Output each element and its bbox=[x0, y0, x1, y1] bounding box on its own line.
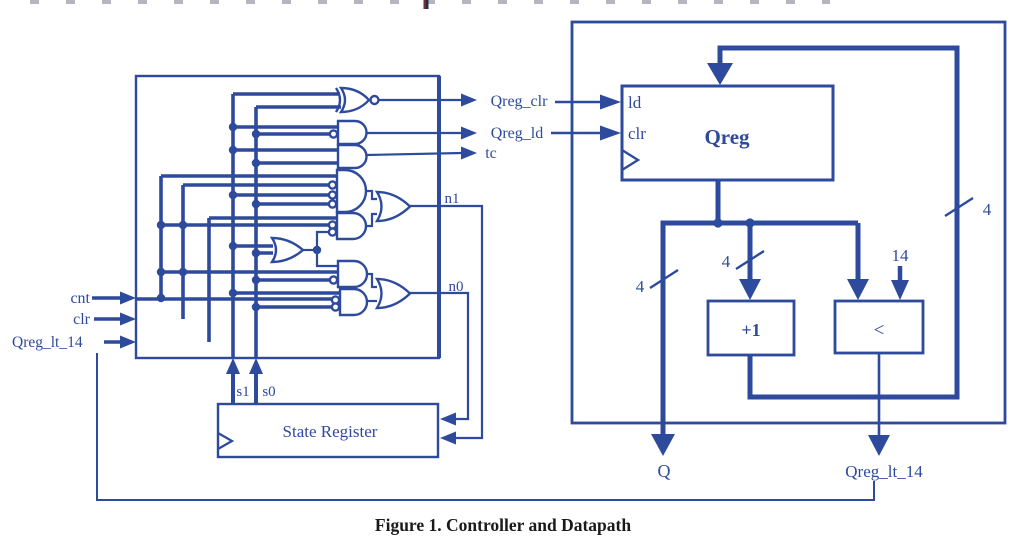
constant-14-label: 14 bbox=[892, 246, 910, 265]
bus-width-label: 4 bbox=[722, 252, 731, 271]
junction-dot bbox=[713, 218, 723, 228]
arrowhead-qreg-ld bbox=[461, 126, 477, 140]
arrowhead-qreg-clr bbox=[461, 93, 477, 107]
bus-width-slashes bbox=[649, 196, 974, 290]
xnor-gate-input-arc bbox=[334, 87, 342, 113]
inverter-bubble bbox=[327, 227, 338, 237]
feedback-bus bbox=[717, 45, 960, 400]
inverter-bubble bbox=[328, 275, 339, 285]
state-register-box bbox=[216, 402, 440, 459]
qreg-box bbox=[620, 84, 835, 182]
and-gate bbox=[338, 287, 369, 317]
arrowhead-inc-in bbox=[739, 279, 761, 300]
or-gate-mid bbox=[269, 236, 305, 264]
junction-dot bbox=[745, 218, 755, 228]
arrowhead-tc bbox=[461, 146, 477, 160]
inverter-bubble bbox=[330, 302, 341, 312]
and-gate bbox=[336, 259, 369, 289]
and-gate bbox=[336, 119, 368, 146]
control-to-datapath-wires bbox=[551, 100, 601, 135]
input-label-cnt: cnt bbox=[70, 290, 90, 307]
arrowhead-ld-pin bbox=[600, 94, 621, 110]
arrowhead-s1 bbox=[226, 358, 240, 374]
signal-label-n1: n1 bbox=[445, 191, 460, 207]
signal-label-s1: s1 bbox=[236, 384, 249, 400]
and-gate bbox=[335, 211, 368, 241]
arrowhead-q-out bbox=[651, 434, 675, 456]
qreg-pin-arrowheads bbox=[600, 94, 621, 141]
cursor-artifact bbox=[423, 0, 429, 9]
qreg-lt-14-feedback-wire bbox=[96, 353, 875, 501]
datapath-box bbox=[570, 20, 1007, 425]
state-register-label: State Register bbox=[283, 422, 378, 441]
inverter-bubble bbox=[327, 199, 338, 209]
inverter-bubble bbox=[328, 129, 339, 139]
incrementer-box bbox=[706, 299, 796, 357]
qreg-output-bus bbox=[660, 180, 861, 434]
inverter-bubble bbox=[327, 190, 338, 200]
signal-label-n0: n0 bbox=[449, 279, 464, 295]
arrowhead-n0-into-register bbox=[440, 412, 456, 426]
arrowhead-qreg-lt-14-in bbox=[120, 335, 136, 349]
figure-caption: Figure 1. Controller and Datapath bbox=[375, 515, 631, 535]
qreg-clock-triangle bbox=[621, 148, 641, 172]
input-label-clr: clr bbox=[73, 311, 91, 328]
controller-input-arrowheads bbox=[120, 291, 136, 349]
or-gate-n1 bbox=[374, 190, 412, 223]
qreg-label: Qreg bbox=[704, 125, 750, 149]
controller-output-arrowheads bbox=[461, 93, 477, 160]
xnor-output-bubble bbox=[369, 94, 380, 106]
arrowhead-qreg-lt-14-out bbox=[868, 435, 890, 456]
inverter-bubble bbox=[327, 180, 338, 190]
controller-gate-feed-wires bbox=[136, 92, 341, 309]
and-gate bbox=[335, 168, 368, 214]
state-register-clock-triangle bbox=[217, 432, 235, 450]
arrowhead-cmp-right-in bbox=[891, 280, 909, 300]
or-gate-n0 bbox=[374, 277, 412, 310]
logic-gates bbox=[269, 86, 412, 317]
output-label-qreg-lt-14: Qreg_lt_14 bbox=[845, 462, 923, 481]
input-label-qreg-lt-14: Qreg_lt_14 bbox=[12, 334, 83, 351]
comparator-label: < bbox=[874, 320, 885, 341]
controller-input-wires bbox=[92, 296, 121, 344]
arrowhead-clr-pin bbox=[600, 125, 621, 141]
state-bit-wires bbox=[231, 372, 258, 404]
qreg-clr-pin-label: clr bbox=[628, 124, 646, 143]
arrowhead-n1-into-register bbox=[440, 431, 456, 445]
arrowhead-qreg-data-in bbox=[707, 63, 733, 85]
xnor-gate bbox=[338, 86, 371, 114]
output-label-q: Q bbox=[658, 461, 671, 481]
and-gate bbox=[336, 143, 368, 170]
junction-dots bbox=[156, 122, 322, 312]
output-label-tc: tc bbox=[485, 145, 497, 162]
arrowhead-cnt bbox=[120, 291, 136, 305]
arrowhead-clr bbox=[120, 312, 136, 326]
arrowhead-cmp-left-in bbox=[847, 279, 869, 300]
arrowhead-s0 bbox=[249, 358, 263, 374]
output-label-qreg-ld: Qreg_ld bbox=[491, 125, 543, 142]
bus-width-label: 4 bbox=[636, 277, 645, 296]
qreg-ld-pin-label: ld bbox=[628, 93, 642, 112]
signal-label-s0: s0 bbox=[262, 384, 275, 400]
bus-width-label: 4 bbox=[983, 200, 992, 219]
output-label-qreg-clr: Qreg_clr bbox=[491, 93, 549, 110]
incrementer-label: +1 bbox=[741, 320, 760, 340]
gate-output-wires bbox=[366, 98, 484, 440]
